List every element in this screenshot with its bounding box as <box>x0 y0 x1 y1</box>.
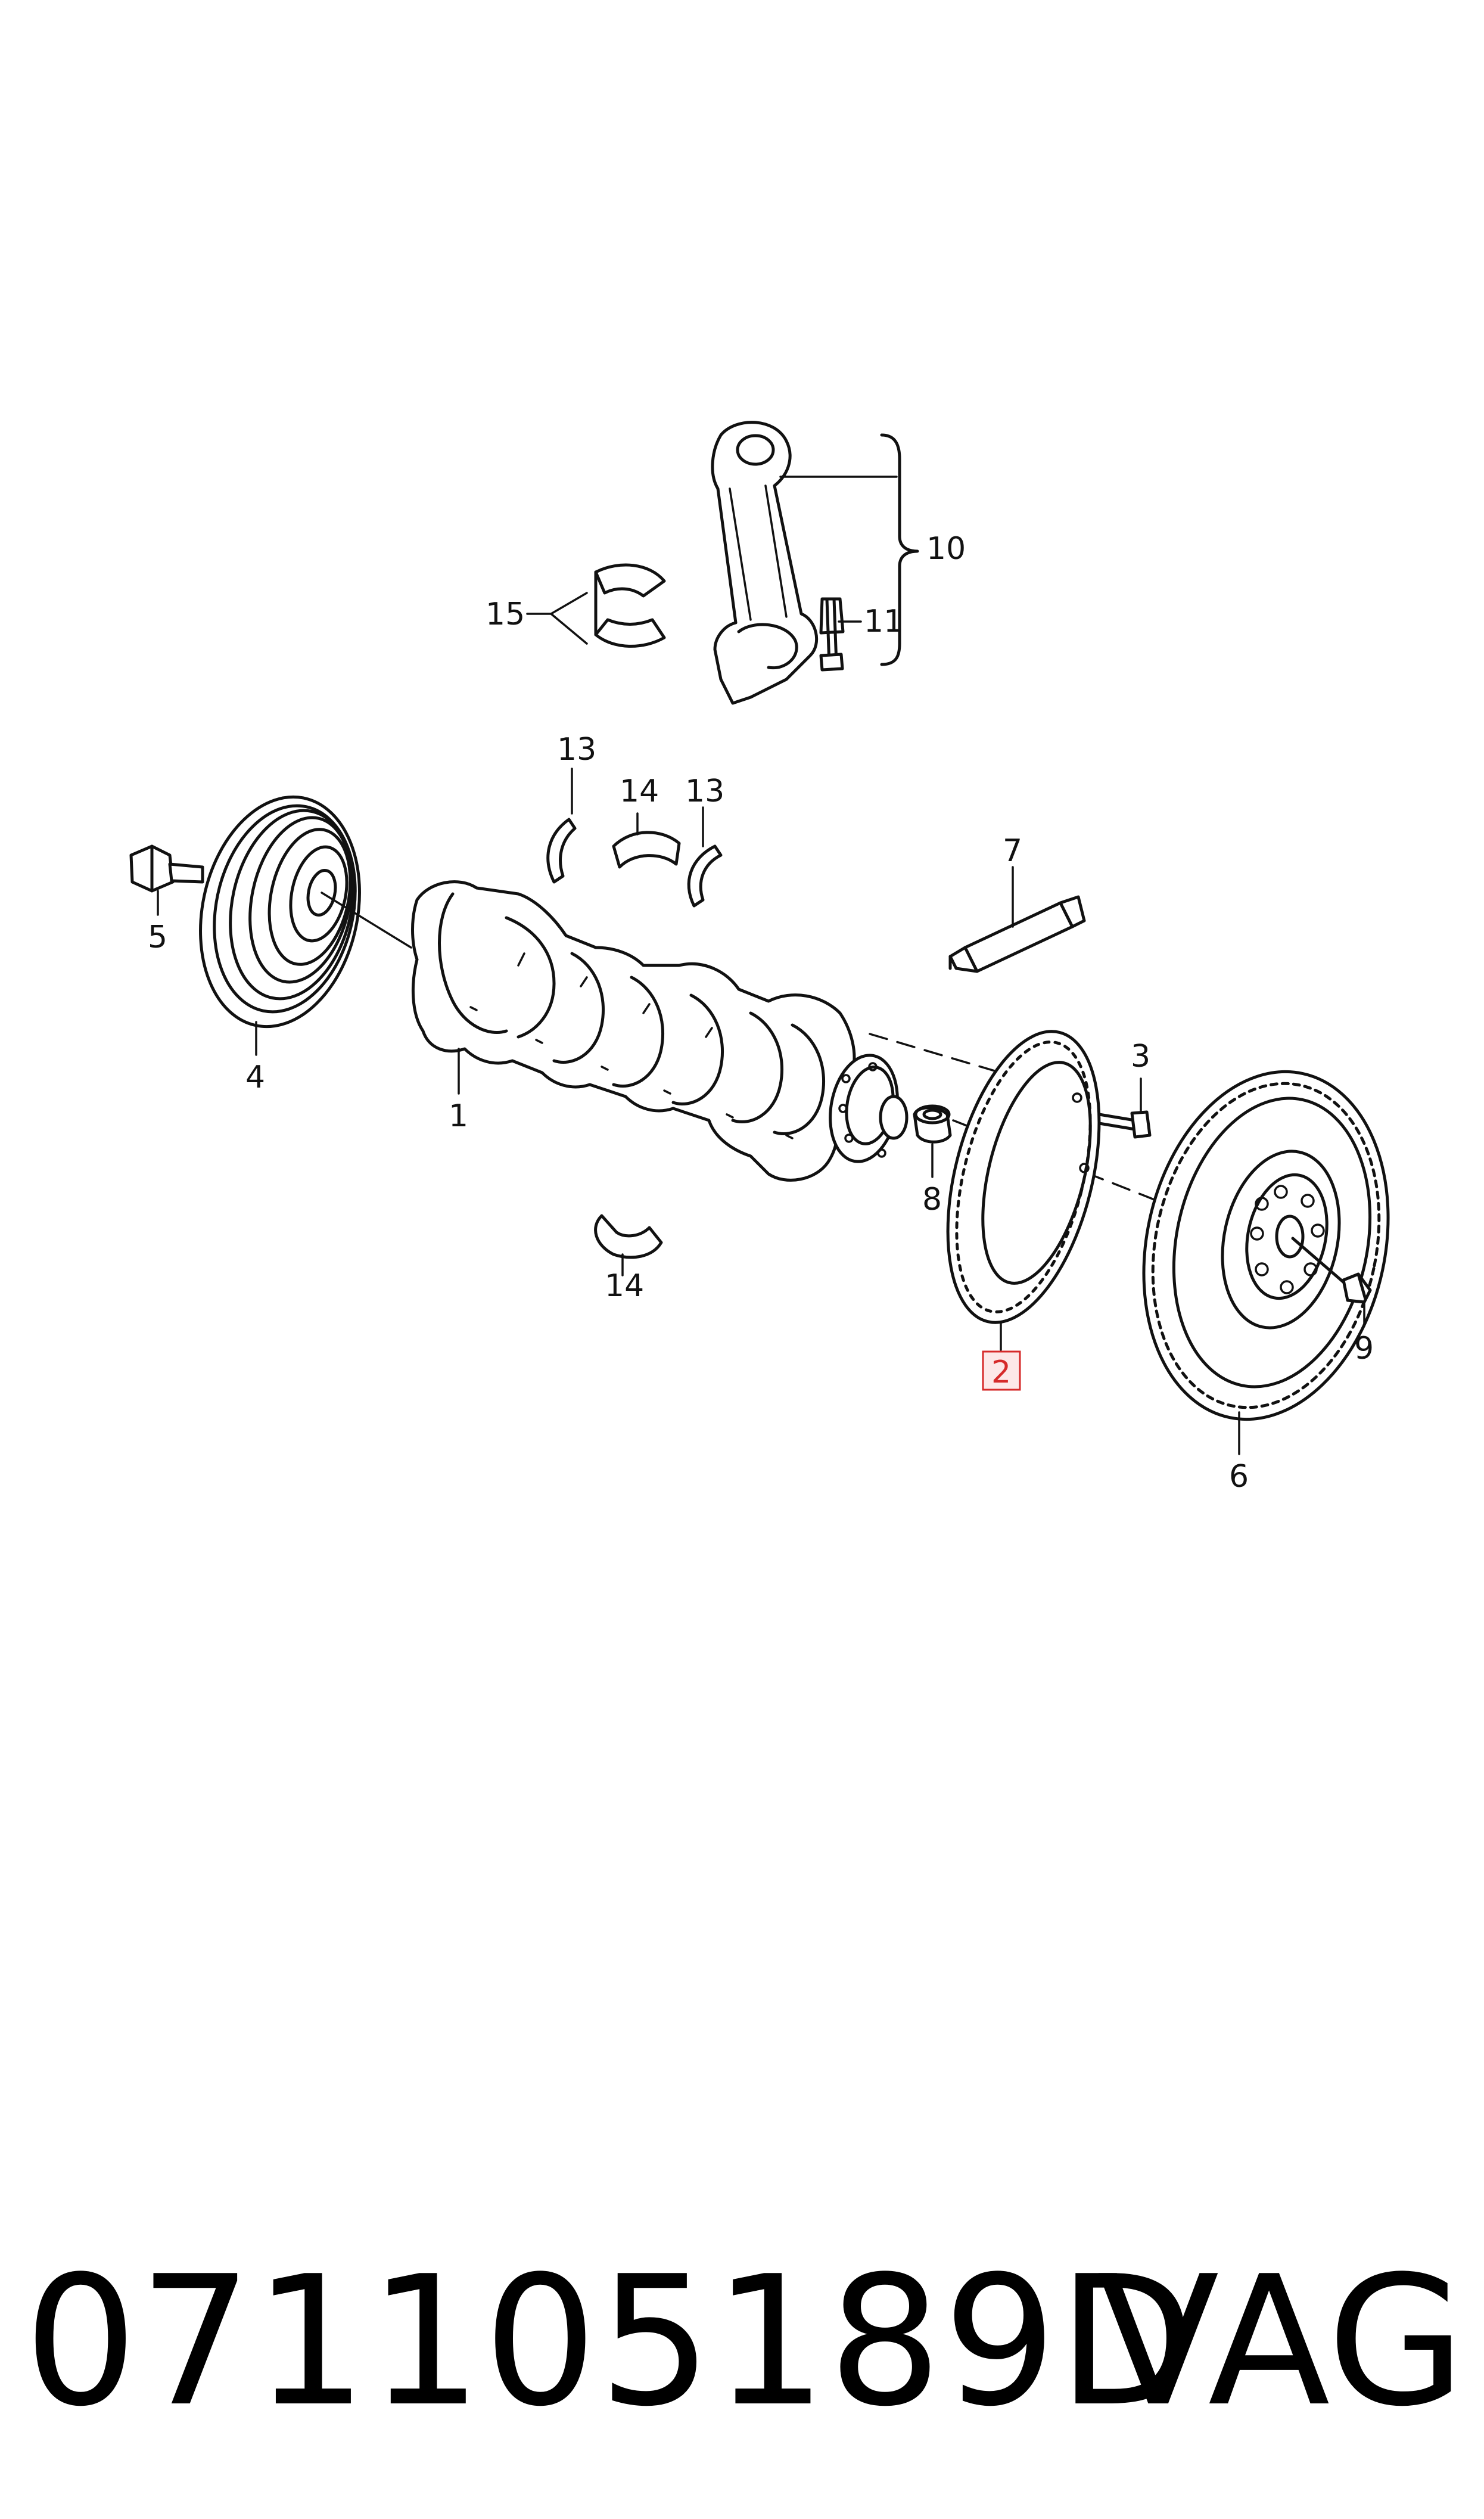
main-bearing-shell-upper <box>612 831 681 869</box>
crankshaft <box>411 880 856 1182</box>
footer: 071105189D VAG <box>24 2229 1466 2455</box>
callout-15: 15 <box>486 597 525 632</box>
thrust-washer-right <box>687 844 723 908</box>
callout-11: 11 <box>864 604 903 639</box>
con-rod-bearing-shells <box>594 563 666 648</box>
con-rod-bolt <box>819 597 845 672</box>
drive-plate-bolt <box>1097 1110 1152 1139</box>
thrust-washer-left <box>546 818 577 884</box>
flywheel <box>1142 1070 1390 1421</box>
pulley-bolt <box>129 844 204 893</box>
callout-9: 9 <box>1354 1331 1374 1366</box>
callout-5: 5 <box>148 920 167 955</box>
axis-line-right-upper <box>869 1033 1002 1074</box>
vibration-damper <box>199 795 361 1029</box>
callout-2: 2 <box>991 1355 1011 1390</box>
connecting-rod <box>711 421 819 705</box>
callout-2-highlight <box>982 1350 1021 1391</box>
sealant-tube <box>948 895 1086 973</box>
brand-name: VAG <box>1097 2238 1466 2446</box>
callout-7: 7 <box>1003 833 1022 869</box>
main-bearing-shell-lower <box>594 1214 663 1259</box>
callout-3: 3 <box>1131 1039 1150 1074</box>
callout-8: 8 <box>922 1182 942 1217</box>
flywheel-bolt <box>1291 1237 1372 1304</box>
callout-4: 4 <box>245 1060 265 1095</box>
callout-13b: 13 <box>685 774 724 809</box>
crankshaft-flange <box>829 1054 909 1163</box>
needle-bearing <box>913 1104 952 1144</box>
callout-6: 6 <box>1229 1459 1249 1495</box>
axis-line-left <box>321 892 412 949</box>
drive-plate <box>946 1030 1101 1324</box>
leader-15 <box>526 592 588 645</box>
callout-1: 1 <box>449 1098 468 1134</box>
bracket-10 <box>880 433 919 666</box>
part-number: 071105189D <box>24 2238 1197 2446</box>
callout-14a: 14 <box>620 774 659 809</box>
callout-14b: 14 <box>605 1268 644 1304</box>
callout-10: 10 <box>926 531 966 567</box>
callout-13a: 13 <box>557 732 596 768</box>
